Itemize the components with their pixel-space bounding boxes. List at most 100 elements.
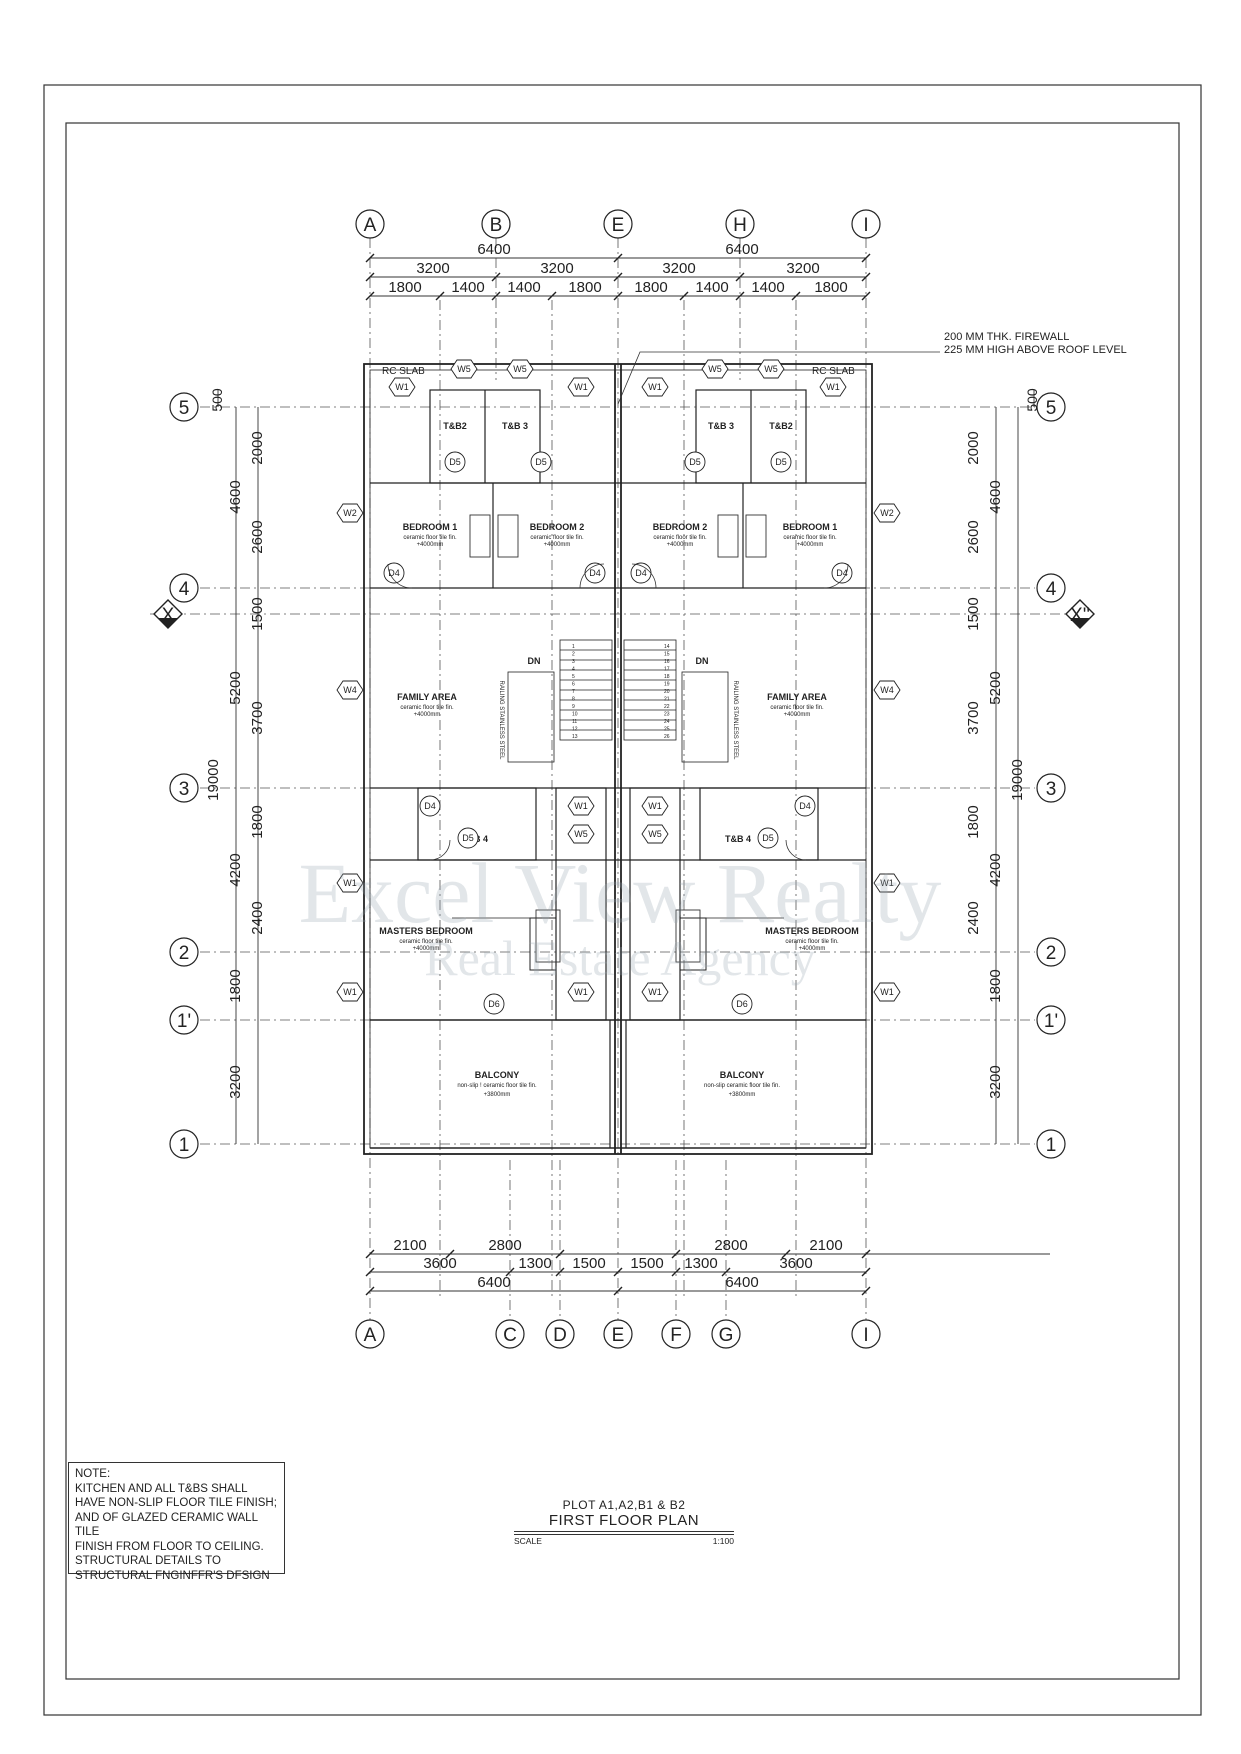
tag-w1-6: W1 [880,878,894,888]
grid-row-left-4: 2 [179,943,190,964]
tag-d4-6: D4 [799,801,811,811]
stair-step-left: 10 [572,712,578,718]
dim-right-inner-3: 1500 [965,597,982,630]
tag-w1-7: W1 [343,987,357,997]
grid-label-top-2: B [490,215,503,236]
stair-step-left: 7 [572,689,575,695]
stair-step-right: 14 [664,644,670,650]
dim-bottom-b-2: 1300 [518,1255,551,1272]
dim-right-outer-2: 5200 [987,671,1004,704]
tag-d6-2: D6 [736,999,748,1009]
bedroom-2-left-level: +4000mm [544,542,571,548]
scale-value: 1:100 [712,1536,734,1546]
grid-label-top-5: I [863,215,868,236]
tag-d6-1: D6 [488,999,500,1009]
tag-w1-8: W1 [880,987,894,997]
dim-left-outer-5: 1800 [227,969,244,1002]
masters-bedroom-left-level: +4000mm [413,946,440,952]
tag-w5-6: W5 [648,829,662,839]
balcony-right: BALCONY [720,1070,765,1080]
grid-row-right-4: 2 [1046,943,1057,964]
dim-right-outer-1: 4600 [987,480,1004,513]
grid-label-top-1: A [364,215,377,236]
tag-d4-3: D4 [635,568,647,578]
tag-w1-10: W1 [648,801,662,811]
dim-top-sub-5: 1800 [634,279,667,296]
stair-step-left: 2 [572,652,575,658]
tag-w1-4: W1 [826,382,840,392]
dim-left-offset: 500 [209,388,225,412]
tag-d5-6: D5 [762,833,774,843]
stair-step-left: 4 [572,667,575,673]
dim-bottom-b-5: 1300 [684,1255,717,1272]
stair-step-left: 9 [572,704,575,710]
stair-step-right: 21 [664,697,670,703]
grid-bubbles-top: A B E H I [355,209,881,239]
grid-row-right-3: 3 [1046,779,1057,800]
section-marker-right: X'' [1070,605,1090,626]
grid-bubbles-bottom: A C D E F G I [355,1319,881,1349]
bedroom-2-right: BEDROOM 2 [653,522,708,532]
dim-bottom-a-3: 2800 [714,1237,747,1254]
grid-label-bottom-4: E [612,1325,625,1346]
note-line-7: STRUCTURAL FNGINFFR'S DFSIGN [75,1569,270,1582]
dim-bottom-total-1: 6400 [477,1274,510,1291]
dim-right-inner-5: 1800 [965,805,982,838]
bedroom-2-left: BEDROOM 2 [530,522,585,532]
tag-w5-2: W5 [513,364,527,374]
stair-step-right: 16 [664,659,670,665]
dim-bottom-total-2: 6400 [725,1274,758,1291]
dim-bottom-b-6: 3600 [779,1255,812,1272]
firewall-callout: 200 MM THK. FIREWALL 225 MM HIGH ABOVE R… [617,331,1127,405]
general-note: NOTE: KITCHEN AND ALL T&Bs SHALL HAVE NO… [68,1462,285,1582]
family-area-right-finish: ceramic floor tile fin. [770,705,824,711]
tb4-right: T&B 4 [725,834,751,844]
stair-step-left: 13 [572,734,578,740]
stair-step-right: 20 [664,689,670,695]
masters-bedroom-right-finish: ceramic floor tile fin. [785,939,839,945]
inner-border [65,122,1180,1680]
dim-right-outer-5: 1800 [987,969,1004,1002]
tag-w2-2: W2 [880,508,894,518]
dimension-lines [217,257,1050,1292]
dim-bottom-b-4: 1500 [630,1255,663,1272]
grid-label-bottom-7: I [863,1325,868,1346]
tb3-left: T&B 3 [502,421,528,431]
stair-step-right: 17 [664,667,670,673]
dim-top-total-1: 6400 [477,241,510,258]
family-area-right: FAMILY AREA [767,692,827,702]
dim-bottom-a-1: 2100 [393,1237,426,1254]
plot-label: PLOT A1,A2,B1 & B2 [562,1498,686,1512]
tag-d4-4: D4 [836,568,848,578]
tag-w5-3: W5 [708,364,722,374]
dim-left-outer-1: 4600 [227,480,244,513]
dim-bottom-a-4: 2100 [809,1237,842,1254]
balcony-right-finish: non-slip ceramic floor tile fin. [704,1083,780,1089]
stair-step-left: 3 [572,659,575,665]
dim-top-sub-4: 1800 [568,279,601,296]
masters-bedroom-left-finish: ceramic floor tile fin. [399,939,453,945]
grid-label-top-3: E [612,215,625,236]
masters-bedroom-left: MASTERS BEDROOM [379,926,473,936]
tag-d4-1: D4 [388,568,400,578]
title-block: PLOT A1,A2,B1 & B2 FIRST FLOOR PLAN SCAL… [514,1498,734,1546]
balcony-left-level: +3800mm [484,1092,511,1098]
dim-bottom-b-3: 1500 [572,1255,605,1272]
stair-dn-right: DN [696,656,709,666]
dim-top-half-1: 3200 [416,260,449,277]
note-line-3: HAVE NON-SLIP FLOOR TILE FINISH; [75,1497,277,1509]
stair-step-left: 1 [572,644,575,650]
stair-step-right: 18 [664,674,670,680]
grid-row-left-1: 5 [179,398,190,419]
tag-d5-5: D5 [462,833,474,843]
dim-top-half-2: 3200 [540,260,573,277]
scale-row: SCALE 1:100 [514,1534,734,1546]
left-dimensions: 4600 5200 19000 4200 1800 3200 2000 2600… [205,388,266,1099]
bedroom-2-right-level: +4000mm [667,542,694,548]
grid-row-right-6: 1 [1046,1135,1057,1156]
bedroom-1-right: BEDROOM 1 [783,522,838,532]
stair-step-right: 24 [664,719,670,725]
stair-step-left: 12 [572,727,578,733]
tb2-right: T&B2 [769,421,793,431]
